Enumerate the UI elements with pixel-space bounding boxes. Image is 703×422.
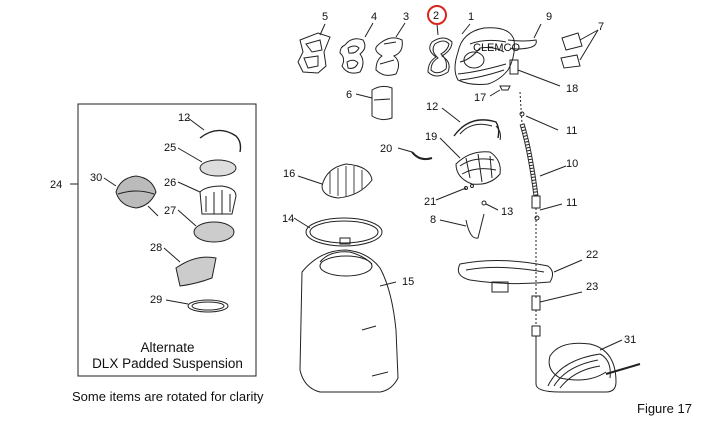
callout-30: 30	[90, 172, 102, 184]
part-19-suspension	[455, 151, 501, 185]
part-7-lens-pieces	[560, 32, 583, 69]
part-23-valve	[531, 295, 541, 311]
inset-part-29-sweatband	[187, 299, 229, 313]
part-20-sweatband	[411, 151, 433, 161]
part-11-clamp-lower	[534, 215, 540, 221]
callout-20: 20	[380, 143, 392, 155]
part-2-window-gasket	[427, 37, 453, 77]
callout-2: 2	[433, 10, 439, 22]
highlight-circle	[427, 5, 447, 25]
callout-10: 10	[566, 158, 578, 170]
callout-12-main: 12	[426, 101, 438, 113]
callout-25: 25	[164, 142, 176, 154]
inset-part-28-brow-pad	[175, 256, 217, 287]
part-3-outer-lens	[375, 37, 403, 76]
part-8-hanger	[465, 213, 485, 239]
callout-3: 3	[403, 11, 409, 23]
callout-24: 24	[50, 179, 62, 191]
helmet-brand-text: CLEMCO	[473, 42, 521, 54]
callout-31: 31	[624, 334, 636, 346]
callout-29: 29	[150, 294, 162, 306]
callout-8: 8	[430, 214, 436, 226]
inset-part-12-crown-strap	[199, 129, 242, 153]
callout-7: 7	[598, 21, 604, 33]
callout-12-inset: 12	[178, 112, 190, 124]
part-12-crown-strap	[453, 119, 501, 141]
callout-28: 28	[150, 242, 162, 254]
callout-27: 27	[164, 205, 176, 217]
callout-6: 6	[346, 89, 352, 101]
callout-11-upper: 11	[566, 125, 577, 137]
callout-4: 4	[371, 11, 377, 23]
part-22-belt	[457, 259, 554, 293]
part-23-coupler	[531, 325, 541, 337]
part-5-lens-frame	[297, 32, 331, 74]
part-11-clamp-upper	[519, 111, 525, 117]
inset-part-30-padded-headgear	[115, 175, 159, 217]
part-18-fitting	[509, 59, 519, 75]
inset-part-27-pad-cover	[193, 221, 235, 243]
callout-13: 13	[501, 206, 513, 218]
inset-part-25-pad	[199, 159, 237, 177]
part-21-screws	[445, 184, 474, 197]
part-10-tube-fitting	[531, 195, 541, 209]
callout-9: 9	[546, 11, 552, 23]
part-13-clip	[481, 200, 487, 206]
callout-labels: 5 4 3 2 1 9 7 6 18 17 12 11 19 20 10 16 …	[50, 10, 636, 346]
callout-15: 15	[402, 276, 414, 288]
part-10-breathing-tube	[519, 123, 539, 197]
inset-caption-line2: DLX Padded Suspension	[92, 356, 243, 371]
rotation-note: Some items are rotated for clarity	[72, 389, 264, 404]
callout-23: 23	[586, 281, 598, 293]
inset-part-26-suspension	[199, 185, 237, 215]
callout-19: 19	[425, 131, 437, 143]
callout-18: 18	[566, 83, 578, 95]
part-15-cape	[299, 249, 399, 393]
callout-11-lower: 11	[566, 197, 577, 209]
part-4-inner-lens	[339, 38, 366, 74]
inset-caption-line1: Alternate	[140, 340, 195, 355]
callout-5: 5	[322, 11, 328, 23]
callout-14: 14	[282, 213, 294, 225]
part-9-strap	[507, 39, 537, 50]
inset-box	[77, 103, 257, 377]
part-1-helmet: CLEMCO	[454, 27, 521, 85]
part-14-collar-ring	[305, 217, 383, 247]
callout-26: 26	[164, 177, 176, 189]
part-6-lens	[371, 85, 393, 121]
part-17-screw	[499, 85, 511, 91]
inset-caption: Alternate DLX Padded Suspension	[80, 340, 255, 372]
callout-21: 21	[424, 196, 436, 208]
callout-1: 1	[468, 11, 474, 23]
callout-22: 22	[586, 249, 598, 261]
callout-16: 16	[283, 168, 295, 180]
callout-17: 17	[474, 92, 486, 104]
part-16-inner-collar	[321, 163, 373, 199]
figure-label: Figure 17	[637, 401, 692, 416]
part-31-supply-hose	[535, 336, 641, 393]
